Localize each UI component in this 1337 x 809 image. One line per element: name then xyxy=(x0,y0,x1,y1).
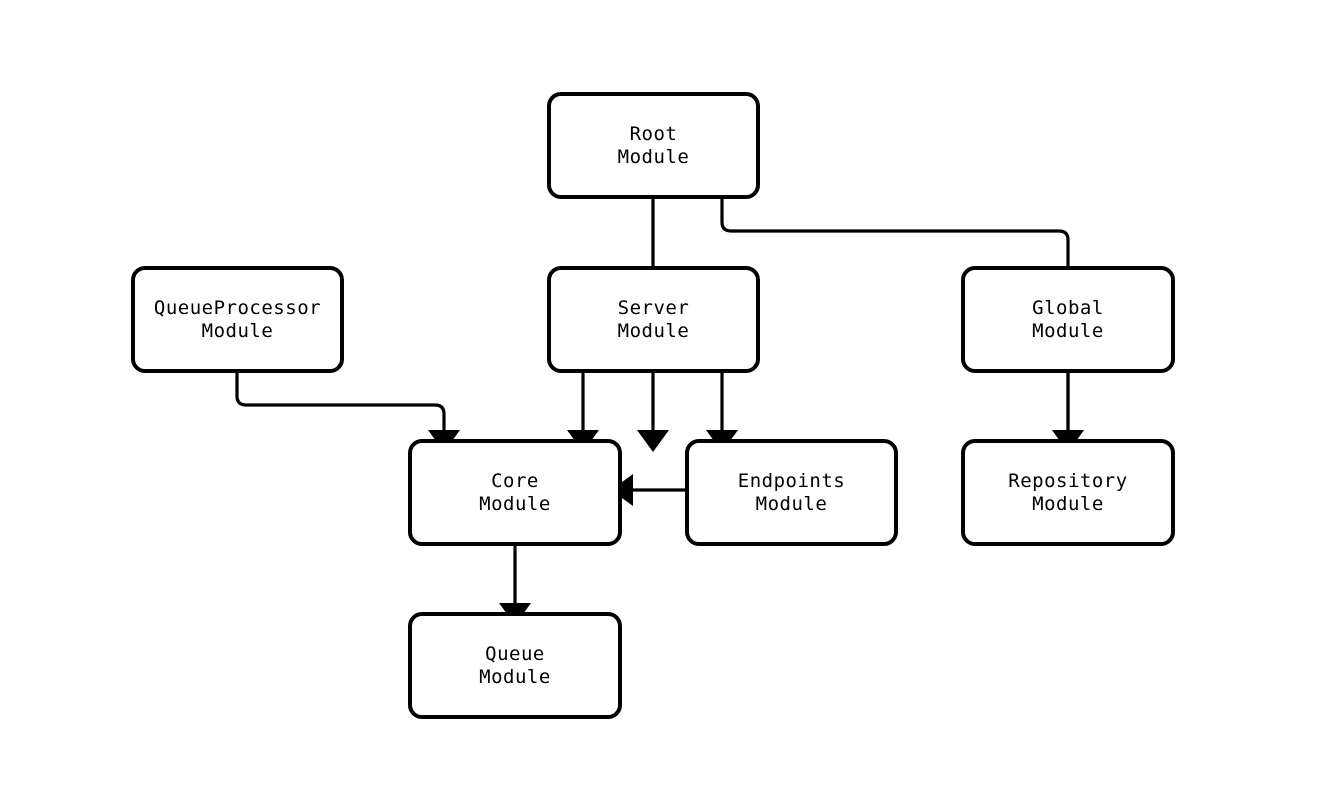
node-global-label-line1: Global xyxy=(1032,297,1104,319)
node-core-label-line2: Module xyxy=(479,493,551,515)
node-root-label-line1: Root xyxy=(630,123,678,145)
edges-layer xyxy=(235,197,1070,605)
node-endpoints-label-line1: Endpoints xyxy=(738,470,845,492)
node-queueprocessor-box[interactable] xyxy=(131,266,344,373)
node-global-label-line2: Module xyxy=(1032,320,1104,342)
node-repository-label-line2: Module xyxy=(1032,493,1104,515)
node-root-box[interactable] xyxy=(547,92,760,199)
node-server-label-line1: Server xyxy=(618,297,690,319)
nodes-layer: RootModuleQueueProcessorModuleServerModu… xyxy=(131,92,1175,719)
node-repository-box[interactable] xyxy=(961,439,1175,546)
node-core-box[interactable] xyxy=(408,439,622,546)
node-root-label-line2: Module xyxy=(618,146,690,168)
node-queueprocessor-label-line2: Module xyxy=(202,320,274,342)
node-server-label-line2: Module xyxy=(618,320,690,342)
node-queue-label-line1: Queue xyxy=(485,643,545,665)
arrow-root-to-server-icon xyxy=(637,430,669,452)
node-queue-box[interactable] xyxy=(408,612,622,719)
node-server-box[interactable] xyxy=(547,266,760,373)
node-queueprocessor-label-line1: QueueProcessor xyxy=(154,297,321,319)
node-endpoints-box[interactable] xyxy=(685,439,898,546)
edge-root-to-global xyxy=(720,197,1070,432)
node-global-box[interactable] xyxy=(961,266,1175,373)
node-core-label-line1: Core xyxy=(491,470,539,492)
node-queue-label-line2: Module xyxy=(479,666,551,688)
edge-queueprocessor-to-core xyxy=(235,371,446,432)
node-repository-label-line1: Repository xyxy=(1008,470,1127,492)
node-endpoints-label-line2: Module xyxy=(756,493,828,515)
